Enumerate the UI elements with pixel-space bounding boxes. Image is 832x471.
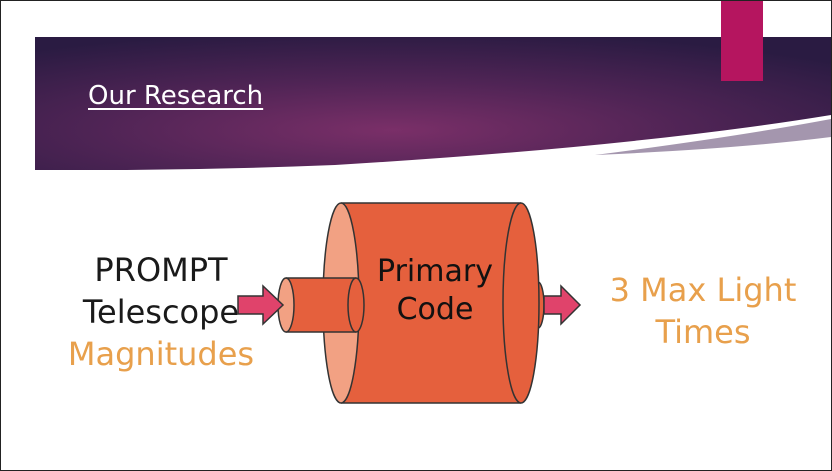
title-banner xyxy=(35,37,831,170)
slide-title: Our Research xyxy=(88,81,264,111)
output-label-line1: 3 Max Light xyxy=(609,271,797,309)
input-label-line1: PROMPT xyxy=(94,251,228,289)
primary-code-cylinder xyxy=(322,202,540,404)
input-label-line2: Telescope xyxy=(82,293,240,331)
process-label-line2: Code xyxy=(396,292,474,327)
input-arrow xyxy=(237,284,285,326)
output-arrow xyxy=(543,284,582,326)
output-label-line2: Times xyxy=(655,313,751,351)
accent-bar xyxy=(721,1,763,81)
input-port xyxy=(277,277,365,333)
input-label-line3: Magnitudes xyxy=(67,335,255,373)
process-label-line1: Primary xyxy=(377,254,493,289)
